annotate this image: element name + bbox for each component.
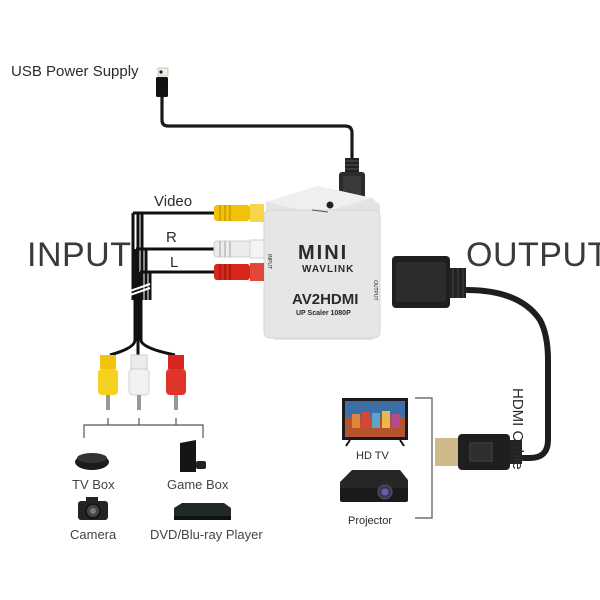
device-side-output: OUTPUT — [372, 280, 378, 301]
device-subtitle: UP Scaler 1080P — [296, 310, 351, 317]
projector-icon — [340, 470, 408, 502]
rca-plug-white-lower — [128, 354, 150, 410]
device-brand-mini: MINI — [298, 242, 349, 264]
game-console-icon — [180, 440, 206, 472]
hdmi-cable — [465, 287, 551, 461]
usb-cable — [156, 67, 354, 160]
converter-device — [263, 186, 381, 340]
hdmi-plug-end — [435, 434, 522, 470]
output-label: OUTPUT — [466, 236, 600, 274]
tv-box-icon — [75, 453, 109, 470]
source-label-game-box: Game Box — [167, 477, 229, 492]
camera-icon — [78, 497, 108, 520]
usb-power-label: USB Power Supply — [11, 63, 139, 80]
display-label-projector: Projector — [348, 515, 393, 527]
source-label-dvd-player: DVD/Blu-ray Player — [150, 527, 263, 542]
hdmi-cable-label: HDMI Cable — [509, 388, 526, 470]
rca-plug-red-lower — [166, 355, 186, 410]
device-brand-wavlink: WAVLINK — [302, 264, 355, 275]
rca-plug-left — [214, 263, 264, 281]
rca-plug-video — [214, 204, 264, 222]
rca-plug-yellow-lower — [98, 355, 118, 410]
displays-bracket — [415, 397, 433, 519]
right-channel-label: R — [166, 229, 177, 246]
display-label-hd-tv: HD TV — [356, 450, 389, 462]
video-label: Video — [154, 193, 193, 210]
left-channel-label: L — [170, 254, 179, 271]
source-label-camera: Camera — [70, 527, 117, 542]
device-model: AV2HDMI — [292, 291, 359, 308]
device-side-input: INPUT — [266, 254, 272, 269]
hd-tv-icon — [342, 398, 408, 447]
source-label-tv-box: TV Box — [72, 477, 115, 492]
dvd-player-icon — [174, 503, 231, 520]
rca-plug-right — [213, 239, 265, 259]
input-label: INPUT — [27, 236, 132, 274]
hdmi-plug-device — [392, 256, 466, 308]
sources-bracket — [83, 418, 204, 438]
